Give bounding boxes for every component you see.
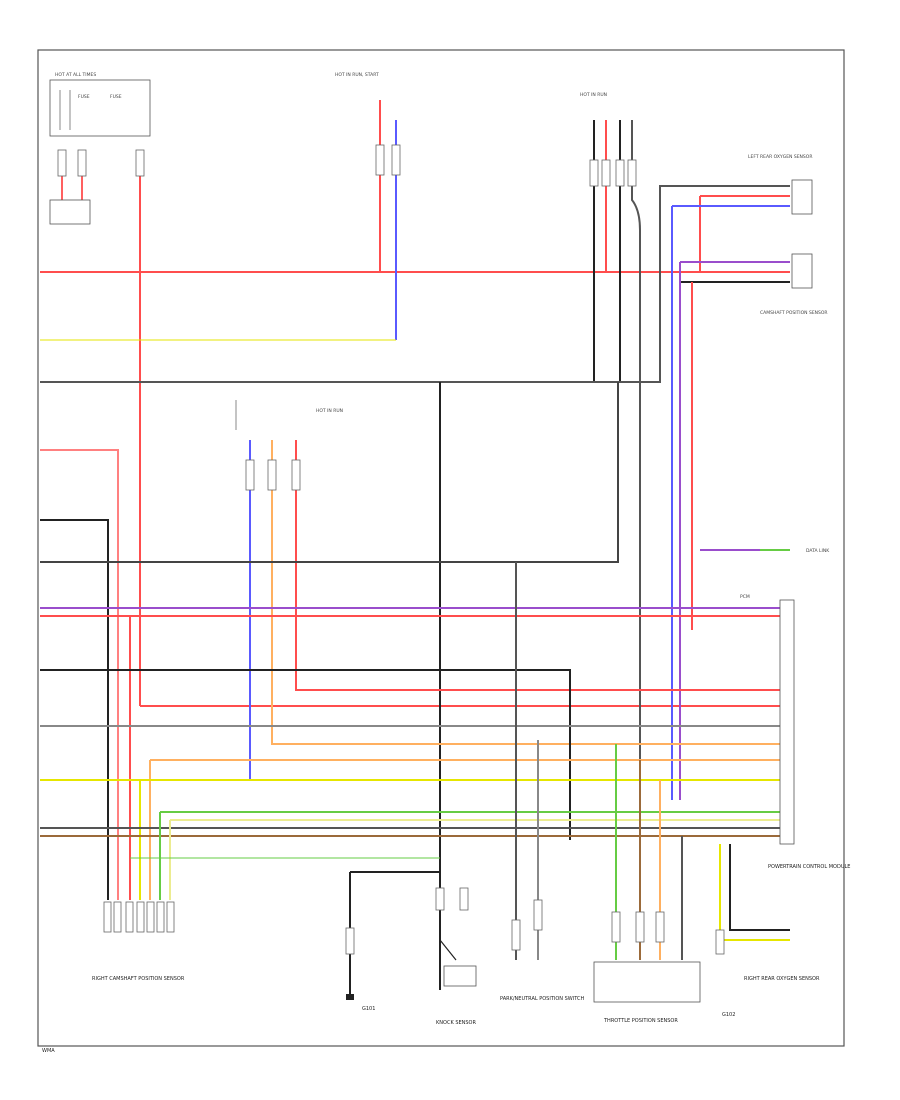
wire-mid-orange [271, 440, 780, 745]
wire-mid-red [295, 440, 780, 691]
connector-tr-3 [615, 159, 625, 187]
connector-mid-1 [245, 459, 255, 491]
knock-sensor-label: KNOCK SENSOR [436, 1020, 476, 1026]
connector-pn-2 [533, 899, 543, 931]
wire-pink-450 [40, 449, 119, 900]
connector-knock-1 [435, 887, 445, 911]
ground-left-group: G101 [345, 871, 440, 1012]
camshaft-sensor-box [791, 253, 813, 289]
connector-tr-4 [627, 159, 637, 187]
switch-icon [439, 939, 457, 961]
mid-fuse-label: HOT IN RUN [316, 408, 343, 414]
wire-black-520 [40, 519, 109, 900]
connector-left-1 [57, 149, 67, 177]
data-link-label: DATA LINK [806, 548, 830, 554]
connector-bl-3 [125, 901, 134, 933]
top-center-fuse-group: HOT IN RUN, START [335, 72, 401, 340]
knock-sensor-box [443, 965, 477, 987]
connector-center-1 [375, 144, 385, 176]
pcm-group: PCM POWERTRAIN CONTROL MODULE DATA LINK [700, 548, 850, 870]
throttle-sensor-label: THROTTLE POSITION SENSOR [603, 1018, 678, 1024]
connector-left-3 [135, 149, 145, 177]
wire-gray-382 [40, 185, 790, 383]
park-neutral-label: PARK/NEUTRAL POSITION SWITCH [500, 996, 584, 1002]
wire-black-670 [40, 669, 571, 840]
connector-tps-3 [655, 911, 665, 943]
bottom-left-connectors: RIGHT CAMSHAFT POSITION SENSOR [92, 901, 185, 982]
top-right-fuse-label: HOT IN RUN [580, 92, 607, 98]
connector-bl-2 [113, 901, 122, 933]
connector-tps-2 [635, 911, 645, 943]
fuse-detail-text-2: FUSE [110, 94, 122, 100]
pcm-top-label: PCM [740, 594, 750, 600]
connector-tr-2 [601, 159, 611, 187]
pcm-connector [779, 599, 795, 845]
connector-bl-5 [146, 901, 155, 933]
connector-tps-1 [611, 911, 621, 943]
connector-bl-6 [156, 901, 165, 933]
connector-mid-2 [267, 459, 277, 491]
ground-left-label: G101 [362, 1006, 375, 1012]
ground-icon [346, 994, 354, 1000]
o2-sensor-box [791, 179, 813, 215]
camshaft-sensor-label: CAMSHAFT POSITION SENSOR [760, 310, 828, 316]
connector-left-2 [77, 149, 87, 177]
fuse-box-top-left [49, 79, 151, 137]
camshaft-sensor-group: CAMSHAFT POSITION SENSOR [679, 253, 828, 800]
left-connector-box [49, 199, 91, 225]
left-o2-sensor-label: LEFT REAR OXYGEN SENSOR [748, 154, 812, 160]
right-o2-sensor-group: RIGHT REAR OXYGEN SENSOR G102 [715, 844, 820, 1018]
bottom-left-component-label: RIGHT CAMSHAFT POSITION SENSOR [92, 976, 185, 982]
diagram-frame [37, 49, 845, 1047]
mid-fuse-group: HOT IN RUN [235, 400, 780, 780]
left-o2-sensor-group: LEFT REAR OXYGEN SENSOR [671, 154, 813, 800]
wire-ro2-black [729, 844, 790, 931]
ground-right-label: G102 [722, 1012, 735, 1018]
knock-sensor-group: KNOCK SENSOR [435, 887, 477, 1026]
top-center-fuse-label: HOT IN RUN, START [335, 72, 379, 78]
connector-bl-4 [136, 901, 145, 933]
pcm-bottom-label: POWERTRAIN CONTROL MODULE [768, 864, 850, 870]
connector-center-2 [391, 144, 401, 176]
top-left-fuse-group: HOT AT ALL TIMES FUSE FUSE [49, 72, 151, 137]
fuse-detail-text: FUSE [78, 94, 90, 100]
connector-pn-1 [511, 919, 521, 951]
top-left-fuse-label: HOT AT ALL TIMES [55, 72, 96, 78]
right-o2-sensor-label: RIGHT REAR OXYGEN SENSOR [744, 976, 820, 982]
park-neutral-group: PARK/NEUTRAL POSITION SWITCH [500, 562, 584, 1002]
wire-tr-gray [631, 120, 641, 900]
wire-gray-562 [40, 382, 619, 563]
connector-bl-1 [103, 901, 112, 933]
connector-ro2 [715, 929, 725, 955]
connector-ground-left [345, 927, 355, 955]
connector-knock-2 [459, 887, 469, 911]
connector-mid-3 [291, 459, 301, 491]
top-right-fuse-group: HOT IN RUN [580, 92, 641, 900]
throttle-sensor-group: THROTTLE POSITION SENSOR [593, 744, 701, 1024]
throttle-sensor-box [593, 961, 701, 1003]
connector-tr-1 [589, 159, 599, 187]
connector-bl-7 [166, 901, 175, 933]
corner-tag: WMA [42, 1048, 55, 1054]
